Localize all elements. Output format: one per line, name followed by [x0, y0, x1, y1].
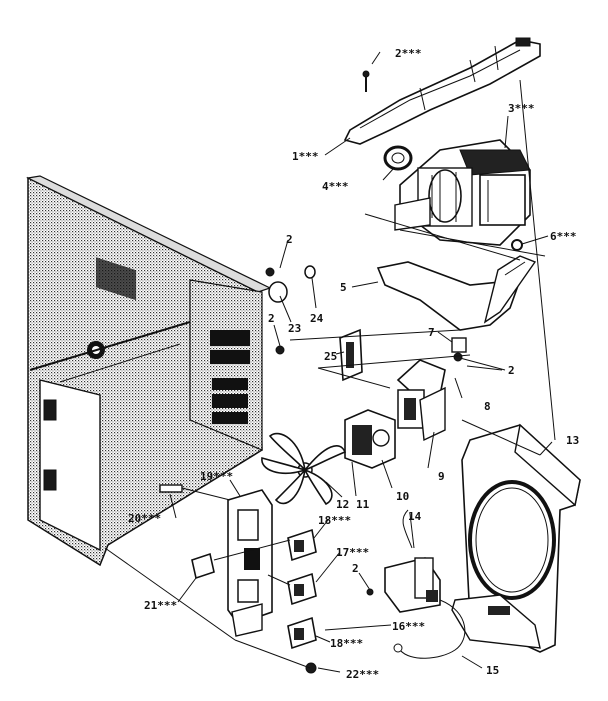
callout-4: 4***: [322, 180, 349, 193]
callout-18-upper: 18***: [318, 514, 351, 527]
callout-2-panel: 2: [268, 312, 275, 325]
wire-connector: [305, 662, 317, 674]
callout-18-lower: 18***: [330, 637, 363, 650]
fan-motor: [344, 409, 396, 469]
callout-23: 23: [288, 322, 301, 335]
mounting-plate: [376, 255, 537, 331]
callout-13: 13: [566, 434, 579, 447]
callout-25: 25: [324, 350, 337, 363]
high-voltage-capacitor: [384, 509, 466, 659]
callout-labels: 1*** 2*** 2 2 2 2 3*** 4*** 5 6*** 7 8 9…: [128, 47, 579, 681]
assembly-lines: [104, 51, 556, 669]
callout-21: 21***: [144, 599, 177, 612]
gasket-ring: [383, 145, 413, 171]
lamp-socket: [265, 265, 316, 355]
callout-10: 10: [396, 490, 409, 503]
callout-leaders: [169, 115, 553, 673]
callout-14: 14: [408, 510, 422, 523]
screw-icon: [366, 588, 374, 596]
callout-9: 9: [438, 470, 445, 483]
callout-15: 15: [486, 664, 499, 677]
callout-22: 22***: [346, 668, 379, 681]
lever-pin: [159, 484, 183, 493]
callout-7: 7: [428, 326, 435, 339]
waveguide-bracket: [343, 37, 541, 145]
oven-cabinet-panel: [26, 175, 272, 567]
callout-20: 20***: [128, 512, 161, 525]
callout-1: 1***: [292, 150, 319, 163]
callout-3: 3***: [508, 102, 535, 115]
door-sensing-bracket: [339, 328, 363, 382]
callout-5: 5: [340, 281, 347, 294]
callout-16: 16***: [392, 620, 425, 633]
callout-24: 24: [310, 312, 324, 325]
callout-2-bracket: 2: [508, 364, 515, 377]
callout-17: 17***: [336, 546, 369, 559]
callout-12: 12: [336, 498, 349, 511]
callout-2-cabinet: 2: [286, 233, 293, 246]
callout-2-top: 2***: [395, 47, 422, 60]
screw-icon: [511, 239, 523, 251]
screw-icon: [362, 70, 370, 92]
fan-blade: [261, 432, 347, 506]
thermal-cutout: [451, 337, 467, 362]
callout-8: 8: [484, 400, 491, 413]
callout-6: 6***: [550, 230, 577, 243]
interlock-switch: [287, 616, 317, 650]
door-latch-board: [227, 489, 273, 637]
callout-11: 11: [356, 498, 370, 511]
interlock-switch: [287, 528, 317, 562]
air-guide-duct: [451, 423, 581, 653]
fan-motor-bracket: [396, 359, 446, 442]
callout-19: 19***: [200, 470, 233, 483]
vent-grille: [96, 257, 136, 301]
magnetron: [394, 139, 531, 246]
callout-2-capacitor: 2: [352, 562, 359, 575]
switch-clip: [191, 552, 215, 580]
interlock-switch: [287, 572, 317, 606]
